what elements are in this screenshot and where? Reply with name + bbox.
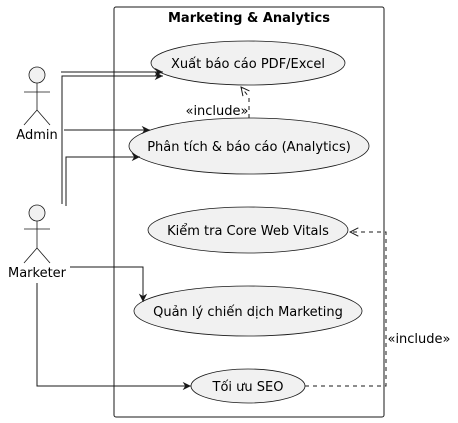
use-case-seo-label: Tối ưu SEO [212, 380, 284, 395]
actor-admin-name: Admin [16, 128, 57, 143]
actor-admin-head [28, 66, 46, 84]
assoc-marketer-analytics [65, 152, 140, 206]
actor-admin[interactable]: Admin [16, 66, 58, 143]
system-title: Marketing & Analytics [168, 11, 330, 26]
include-label-seo-cwv: «include» [387, 332, 450, 347]
use-case-analytics[interactable]: Phân tích & báo cáo (Analytics) [128, 117, 370, 175]
include-label-analytics-export: «include» [185, 104, 248, 119]
actor-marketer[interactable]: Marketer [8, 204, 67, 281]
use-case-cwv-label: Kiểm tra Core Web Vitals [167, 224, 329, 239]
assoc-marketer-seo [36, 283, 191, 391]
assoc-marketer-campaign [70, 266, 148, 302]
use-case-seo[interactable]: Tối ưu SEO [190, 368, 306, 404]
use-case-analytics-label: Phân tích & báo cáo (Analytics) [147, 140, 351, 155]
use-case-campaign[interactable]: Quản lý chiến dịch Marketing [133, 285, 363, 337]
use-case-export-label: Xuất báo cáo PDF/Excel [171, 57, 325, 72]
use-case-export[interactable]: Xuất báo cáo PDF/Excel [150, 40, 346, 86]
actor-marketer-head [28, 204, 46, 222]
include-seo-cwv [305, 232, 387, 387]
use-case-core-web-vitals[interactable]: Kiểm tra Core Web Vitals [147, 206, 349, 254]
assoc-marketer-export [61, 71, 163, 204]
use-case-campaign-label: Quản lý chiến dịch Marketing [153, 305, 343, 320]
actor-marketer-name: Marketer [8, 266, 67, 281]
